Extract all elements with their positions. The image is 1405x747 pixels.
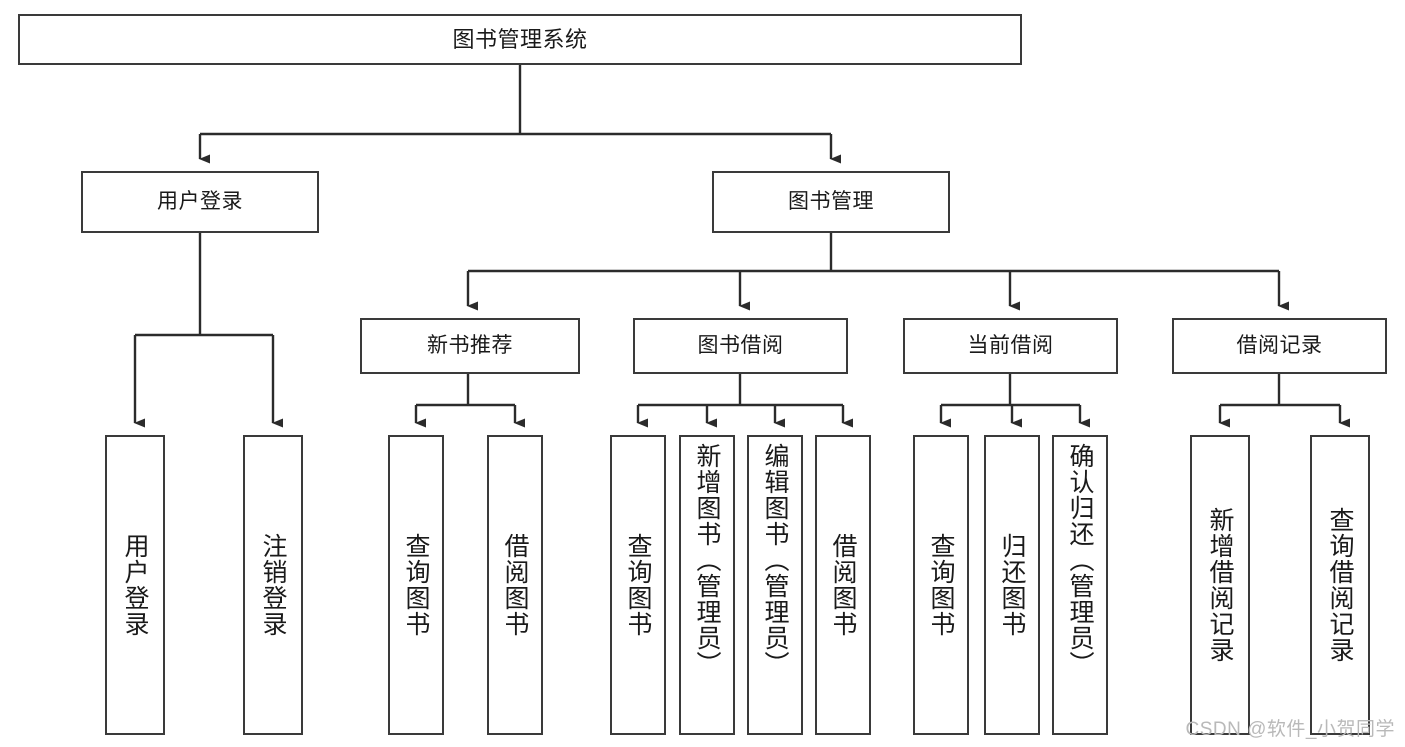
node-book-borrow[interactable]: 图书借阅	[633, 318, 848, 374]
node-label-leaf-query-book-1: 查询图书	[402, 533, 430, 637]
watermark-text: CSDN @软件_小贺同学	[1185, 719, 1395, 740]
node-leaf-logout[interactable]: 注销登录	[243, 435, 303, 735]
node-user-login[interactable]: 用户登录	[81, 171, 319, 233]
node-leaf-query-book-1[interactable]: 查询图书	[388, 435, 444, 735]
node-leaf-add-borrow-record[interactable]: 新增借阅记录	[1190, 435, 1250, 735]
node-leaf-edit-book-admin[interactable]: 编辑图书（管理员）	[747, 435, 803, 735]
node-leaf-add-book-admin[interactable]: 新增图书（管理员）	[679, 435, 735, 735]
node-leaf-borrow-book-1[interactable]: 借阅图书	[487, 435, 543, 735]
node-leaf-query-book-2[interactable]: 查询图书	[610, 435, 666, 735]
node-label-leaf-query-borrow-record: 查询借阅记录	[1326, 507, 1354, 663]
node-label-leaf-return-book: 归还图书	[998, 533, 1026, 637]
node-label-borrow-records: 借阅记录	[1236, 333, 1323, 357]
node-label-book-borrow: 图书借阅	[697, 333, 784, 357]
node-label-leaf-confirm-return-admin: 确认归还（管理员）	[1066, 443, 1094, 677]
node-leaf-query-borrow-record[interactable]: 查询借阅记录	[1310, 435, 1370, 735]
node-label-current-borrow: 当前借阅	[967, 333, 1054, 357]
node-borrow-records[interactable]: 借阅记录	[1172, 318, 1387, 374]
node-label-leaf-borrow-book-2: 借阅图书	[829, 533, 857, 637]
node-label-leaf-user-login: 用户登录	[121, 533, 149, 637]
node-label-new-book-recommend: 新书推荐	[427, 333, 513, 357]
node-label-leaf-borrow-book-1: 借阅图书	[501, 533, 529, 637]
node-root[interactable]: 图书管理系统	[18, 14, 1022, 65]
node-label-leaf-query-book-3: 查询图书	[927, 533, 955, 637]
node-current-borrow[interactable]: 当前借阅	[903, 318, 1118, 374]
node-leaf-return-book[interactable]: 归还图书	[984, 435, 1040, 735]
node-label-leaf-add-borrow-record: 新增借阅记录	[1206, 507, 1234, 663]
node-leaf-query-book-3[interactable]: 查询图书	[913, 435, 969, 735]
node-label-leaf-add-book-admin: 新增图书（管理员）	[693, 443, 721, 677]
node-leaf-user-login[interactable]: 用户登录	[105, 435, 165, 735]
node-leaf-confirm-return-admin[interactable]: 确认归还（管理员）	[1052, 435, 1108, 735]
node-label-leaf-logout: 注销登录	[259, 533, 287, 637]
node-label-user-login: 用户登录	[157, 189, 243, 213]
node-label-leaf-query-book-2: 查询图书	[624, 533, 652, 637]
node-new-book-recommend[interactable]: 新书推荐	[360, 318, 580, 374]
node-label-root: 图书管理系统	[452, 26, 588, 52]
node-book-manage[interactable]: 图书管理	[712, 171, 950, 233]
node-label-book-manage: 图书管理	[788, 189, 874, 213]
node-label-leaf-edit-book-admin: 编辑图书（管理员）	[761, 443, 789, 677]
node-leaf-borrow-book-2[interactable]: 借阅图书	[815, 435, 871, 735]
